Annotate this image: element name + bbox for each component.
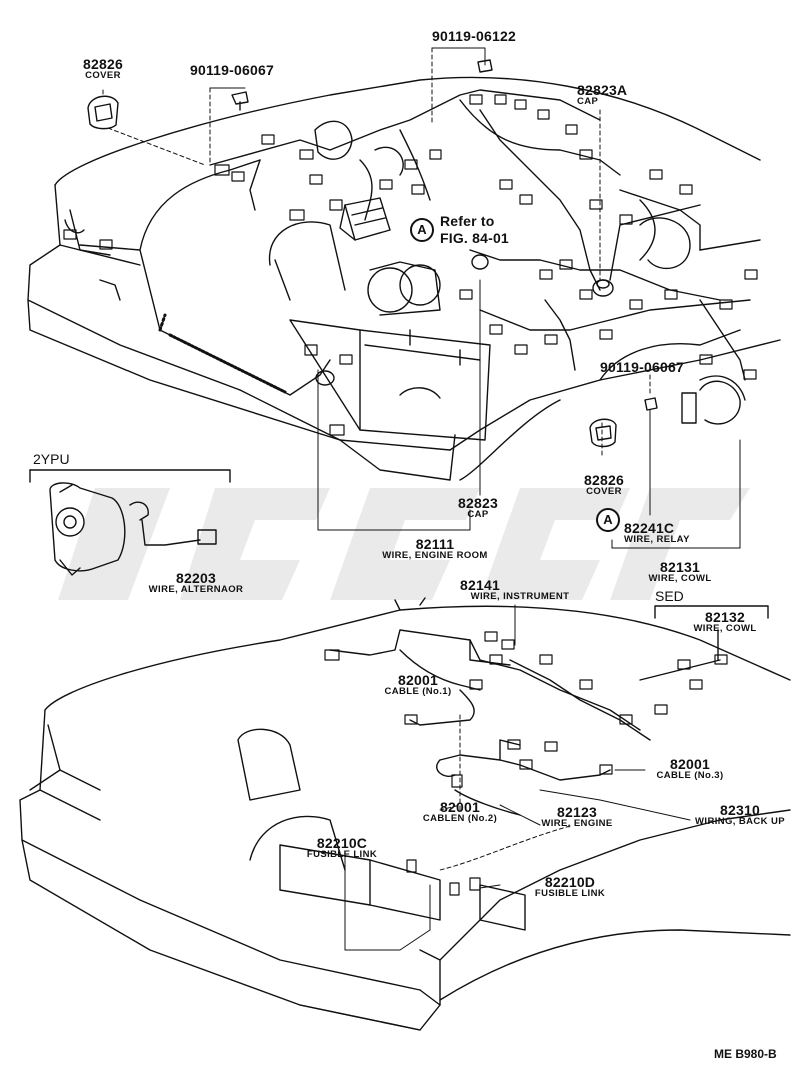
top-car-body (27, 76, 781, 481)
part-label-82131: 82131 WIRE, COWL (648, 560, 711, 584)
part-number: 82001 (398, 672, 438, 688)
part-label-82826-right: 82826 COVER (584, 473, 624, 497)
top-harness (79, 89, 751, 401)
part-label-82823: 82823 CAP (458, 496, 498, 520)
part-desc: CAP (577, 96, 599, 107)
part-number: 82141 (460, 577, 500, 593)
relay-block (314, 120, 404, 241)
figure-code: ME B980-B (714, 1047, 777, 1061)
part-label-82203: 82203 WIRE, ALTERNAOR (149, 571, 244, 595)
part-label-82001-no3: 82001 CABLE (No.3) (656, 757, 723, 781)
part-label-82826-top: 82826 COVER (83, 57, 123, 81)
part-label-82132: 82132 WIRE, COWL (693, 610, 756, 634)
ref-marker-a: A (410, 218, 434, 242)
part-desc: FUSIBLE LINK (534, 888, 606, 899)
caps (315, 217, 741, 425)
part-label-82210D: 82210D FUSIBLE LINK (535, 875, 605, 899)
part-desc: WIRING, BACK UP (695, 816, 785, 827)
part-desc: WIRE, INSTRUMENT (470, 591, 570, 602)
part-label-82001-no1: 82001 CABLE (No.1) (384, 673, 451, 697)
part-label-82001-no2: 82001 CABLEN (No.2) (423, 800, 497, 824)
sed-inset (654, 605, 769, 661)
part-desc: COVER (586, 486, 622, 497)
part-number: 82123 (557, 804, 597, 820)
alternator-inset (29, 469, 231, 576)
part-desc: WIRE, ENGINE (541, 818, 613, 829)
part-number: 82210C (316, 835, 368, 851)
part-desc: WIRE, RELAY (624, 534, 690, 545)
refer-line1: Refer to (440, 213, 495, 229)
refer-line2: FIG. 84-01 (440, 230, 509, 246)
part-number: 82826 (584, 472, 624, 488)
ref-marker-a: A (596, 508, 620, 532)
part-label-90119-06067-right: 90119-06067 (600, 359, 684, 375)
part-desc: WIRE, COWL (648, 573, 712, 584)
part-number: 82310 (720, 802, 760, 818)
bottom-connectors (324, 631, 728, 896)
watermark (58, 488, 750, 600)
variant-tag-sed: SED (655, 588, 684, 604)
part-number: 82823 (458, 495, 498, 511)
part-number: 82111 (415, 536, 455, 552)
part-desc: CABLE (No.1) (384, 686, 452, 697)
part-number: 82826 (83, 56, 123, 72)
part-desc: CABLEN (No.2) (422, 813, 498, 824)
bottom-leader-lines (344, 604, 691, 951)
part-label-82823A: 82823A CAP (577, 83, 627, 107)
part-label-82210C: 82210C FUSIBLE LINK (307, 836, 377, 860)
part-label-82310: 82310 WIRING, BACK UP (695, 803, 785, 827)
bottom-harness (329, 629, 721, 816)
part-desc: COVER (85, 70, 121, 81)
part-number: 82001 (440, 799, 480, 815)
part-label-82123: 82123 WIRE, ENGINE (541, 805, 612, 829)
part-desc: WIRE, ENGINE ROOM (382, 550, 488, 561)
part-desc: FUSIBLE LINK (306, 849, 378, 860)
part-label-90119-06067-top: 90119-06067 (190, 62, 274, 78)
part-number: 82131 (660, 559, 700, 575)
part-label-82111: 82111 WIRE, ENGINE ROOM (382, 537, 488, 561)
part-desc: WIRE, ALTERNAOR (148, 584, 244, 595)
part-desc: WIRE, COWL (693, 623, 757, 634)
part-desc: CABLE (No.3) (656, 770, 724, 781)
leader-lines-top (102, 47, 741, 549)
part-number: 82241C (624, 520, 675, 536)
bottom-car-body (19, 597, 791, 1031)
bolts (231, 59, 658, 411)
part-desc: CAP (467, 509, 489, 520)
cover-top-left (87, 95, 119, 130)
part-label-82141: 82141 WIRE, INSTRUMENT (460, 578, 570, 602)
variant-tag-2ypu: 2YPU (33, 451, 70, 467)
part-number: 82132 (705, 609, 745, 625)
cover-right (589, 418, 617, 448)
part-number: 82203 (176, 570, 216, 586)
top-connectors (63, 94, 758, 436)
part-number: 82823A (577, 82, 628, 98)
part-number: 82001 (670, 756, 710, 772)
part-label-90119-06122: 90119-06122 (432, 28, 516, 44)
part-number: 82210D (544, 874, 596, 890)
